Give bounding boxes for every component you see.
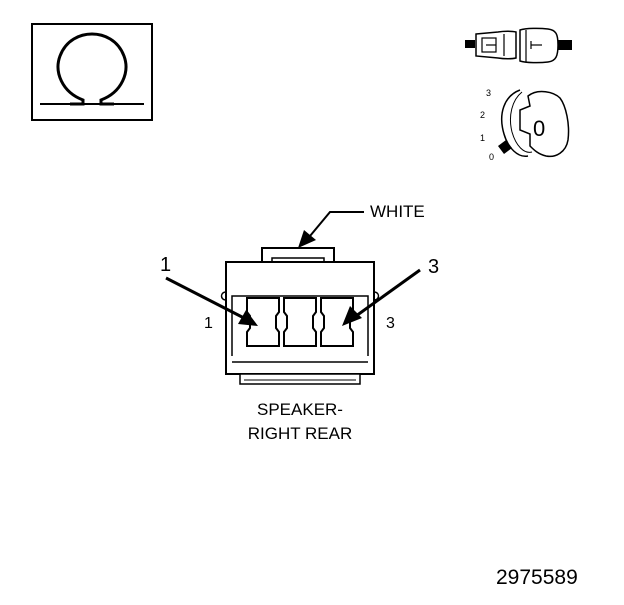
pin-3-arrow <box>342 268 421 326</box>
pin-1-callout-label: 1 <box>160 254 172 276</box>
connector-separated-icon <box>465 27 572 64</box>
key-position-3: 3 <box>486 88 492 98</box>
key-position-2: 2 <box>480 110 486 120</box>
connector-color-label: WHITE <box>370 202 425 221</box>
document-number: 2975589 <box>496 566 578 589</box>
key-face-label: 0 <box>533 116 546 141</box>
cavity-2 <box>283 297 317 347</box>
color-callout-arrow <box>298 211 364 248</box>
pin-1-arrow <box>165 276 258 326</box>
ohmmeter-icon <box>31 23 153 121</box>
cavity-3-label: 3 <box>386 315 395 332</box>
key-position-0: 0 <box>489 152 495 162</box>
cavity-1-label: 1 <box>204 315 213 332</box>
key-position-1: 1 <box>480 133 486 143</box>
pin-3-callout-label: 3 <box>428 256 440 278</box>
connector-title-line-1: SPEAKER- <box>257 400 343 419</box>
connector-title-line-2: RIGHT REAR <box>247 424 353 443</box>
ignition-key-icon <box>498 89 570 158</box>
